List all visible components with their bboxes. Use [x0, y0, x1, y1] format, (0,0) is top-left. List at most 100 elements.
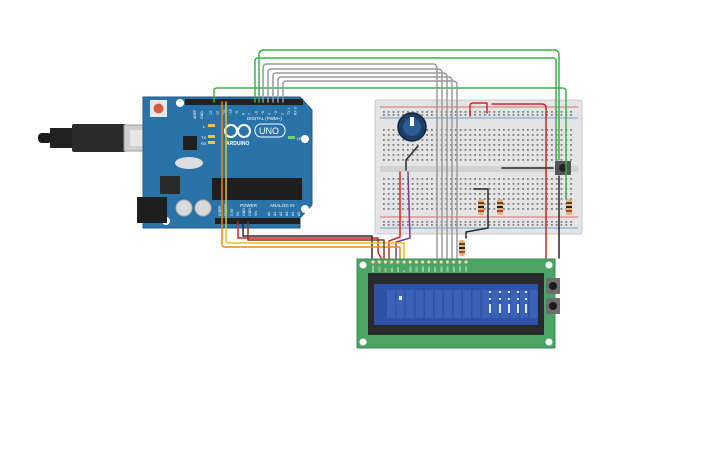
breadboard-hole[interactable] — [459, 188, 462, 190]
lcd-pin[interactable] — [420, 259, 425, 265]
breadboard-hole[interactable] — [493, 198, 496, 200]
breadboard-hole[interactable] — [560, 188, 563, 190]
breadboard-hole[interactable] — [383, 224, 385, 226]
breadboard-hole[interactable] — [541, 139, 544, 141]
breadboard-hole[interactable] — [464, 193, 467, 195]
breadboard-hole[interactable] — [426, 221, 428, 223]
breadboard-hole[interactable] — [402, 193, 404, 195]
breadboard-hole[interactable] — [536, 154, 539, 156]
breadboard-hole[interactable] — [536, 139, 539, 141]
breadboard-hole[interactable] — [397, 221, 400, 223]
breadboard-hole[interactable] — [402, 149, 404, 151]
breadboard-hole[interactable] — [551, 188, 553, 190]
breadboard-hole[interactable] — [546, 114, 548, 116]
breadboard-hole[interactable] — [503, 114, 505, 116]
breadboard-hole[interactable] — [387, 134, 390, 136]
breadboard-hole[interactable] — [531, 154, 534, 156]
breadboard-hole[interactable] — [507, 154, 510, 156]
arduino-uno-board[interactable]: ARDUINO UNO DIGITAL (PWM~) POWER ANALOG … — [137, 96, 313, 229]
breadboard-hole[interactable] — [474, 154, 476, 156]
lcd-pin[interactable] — [432, 259, 438, 265]
breadboard-hole[interactable] — [464, 224, 467, 226]
breadboard-hole[interactable] — [507, 139, 510, 141]
breadboard-hole[interactable] — [527, 154, 529, 156]
breadboard-hole[interactable] — [522, 144, 524, 146]
breadboard-hole[interactable] — [531, 183, 534, 185]
breadboard-hole[interactable] — [488, 114, 491, 116]
breadboard-hole[interactable] — [527, 129, 529, 131]
resistor-1[interactable] — [478, 199, 484, 215]
breadboard-hole[interactable] — [541, 149, 544, 151]
breadboard-hole[interactable] — [527, 134, 529, 136]
breadboard-hole[interactable] — [416, 178, 419, 180]
breadboard-hole[interactable] — [488, 134, 491, 136]
breadboard-hole[interactable] — [479, 183, 481, 185]
breadboard-hole[interactable] — [517, 139, 520, 141]
breadboard-hole[interactable] — [541, 154, 544, 156]
breadboard-hole[interactable] — [383, 144, 385, 146]
breadboard-hole[interactable] — [570, 159, 572, 161]
breadboard-hole[interactable] — [565, 221, 568, 223]
breadboard-hole[interactable] — [383, 183, 385, 185]
breadboard-hole[interactable] — [407, 154, 409, 156]
breadboard-hole[interactable] — [450, 114, 452, 116]
side-pushbutton-bottom[interactable] — [546, 298, 560, 314]
breadboard-hole[interactable] — [464, 183, 467, 185]
breadboard-hole[interactable] — [555, 178, 558, 180]
breadboard-hole[interactable] — [455, 114, 457, 116]
breadboard-hole[interactable] — [455, 129, 457, 131]
breadboard-hole[interactable] — [527, 221, 529, 223]
breadboard-hole[interactable] — [527, 111, 529, 113]
breadboard-hole[interactable] — [541, 188, 544, 190]
breadboard-hole[interactable] — [450, 208, 452, 210]
breadboard-hole[interactable] — [536, 149, 539, 151]
breadboard-hole[interactable] — [512, 203, 515, 205]
breadboard-hole[interactable] — [469, 139, 472, 141]
breadboard-hole[interactable] — [387, 224, 390, 226]
breadboard-hole[interactable] — [541, 221, 544, 223]
breadboard-hole[interactable] — [387, 208, 390, 210]
breadboard-hole[interactable] — [407, 149, 409, 151]
breadboard-hole[interactable] — [455, 198, 457, 200]
breadboard-hole[interactable] — [527, 188, 529, 190]
breadboard-hole[interactable] — [416, 208, 419, 210]
breadboard-hole[interactable] — [397, 183, 400, 185]
breadboard-hole[interactable] — [421, 188, 424, 190]
breadboard-hole[interactable] — [560, 114, 563, 116]
breadboard-hole[interactable] — [411, 144, 414, 146]
breadboard-hole[interactable] — [450, 198, 452, 200]
breadboard-hole[interactable] — [450, 193, 452, 195]
breadboard-hole[interactable] — [450, 111, 452, 113]
breadboard-hole[interactable] — [450, 134, 452, 136]
breadboard-hole[interactable] — [503, 129, 505, 131]
breadboard-hole[interactable] — [474, 139, 476, 141]
breadboard-hole[interactable] — [507, 224, 510, 226]
breadboard-hole[interactable] — [493, 144, 496, 146]
breadboard-hole[interactable] — [397, 159, 400, 161]
breadboard-hole[interactable] — [383, 114, 385, 116]
breadboard-hole[interactable] — [498, 178, 500, 180]
breadboard-hole[interactable] — [392, 208, 395, 210]
breadboard-hole[interactable] — [455, 159, 457, 161]
breadboard-hole[interactable] — [483, 154, 486, 156]
breadboard-hole[interactable] — [469, 159, 472, 161]
breadboard-hole[interactable] — [455, 188, 457, 190]
breadboard-hole[interactable] — [397, 188, 400, 190]
breadboard-hole[interactable] — [493, 114, 496, 116]
breadboard-hole[interactable] — [469, 203, 472, 205]
breadboard-hole[interactable] — [498, 198, 500, 200]
breadboard-hole[interactable] — [407, 198, 409, 200]
breadboard-hole[interactable] — [407, 111, 409, 113]
breadboard-hole[interactable] — [498, 159, 500, 161]
breadboard-hole[interactable] — [570, 144, 572, 146]
breadboard-hole[interactable] — [531, 139, 534, 141]
breadboard-hole[interactable] — [498, 154, 500, 156]
breadboard-hole[interactable] — [431, 198, 433, 200]
breadboard-hole[interactable] — [483, 198, 486, 200]
breadboard-hole[interactable] — [407, 203, 409, 205]
breadboard-hole[interactable] — [474, 129, 476, 131]
breadboard-hole[interactable] — [527, 149, 529, 151]
breadboard-hole[interactable] — [551, 139, 553, 141]
breadboard-hole[interactable] — [503, 149, 505, 151]
breadboard-hole[interactable] — [527, 159, 529, 161]
